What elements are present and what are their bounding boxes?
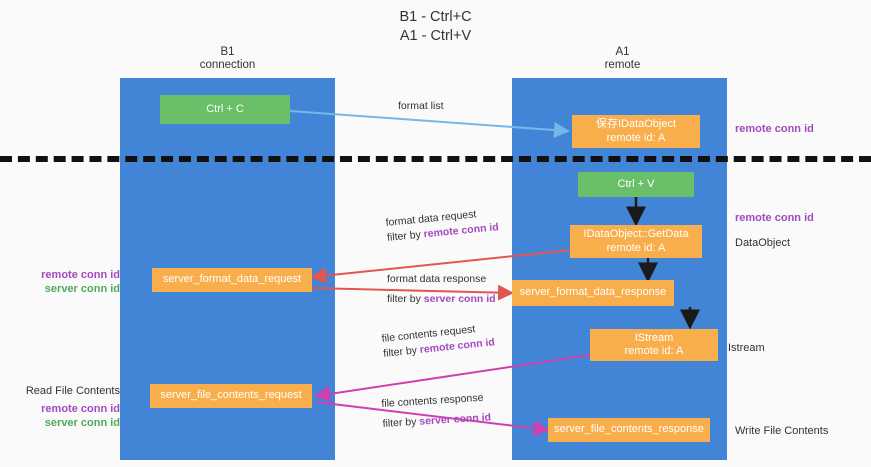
arrow-label-file-contents-request: file contents request filter by remote c… [381, 320, 496, 362]
label-dataobject: DataObject [735, 237, 791, 249]
box-ctrl-v-label: Ctrl + V [617, 177, 655, 190]
label-write-file-contents: Write File Contents [735, 425, 829, 437]
box-idataobject-getdata[interactable]: IDataObject::GetData remote id: A [570, 225, 702, 258]
column-header-b1-name: B1 [220, 46, 235, 58]
column-header-a1-name: A1 [615, 46, 630, 58]
column-header-a1-role: remote [604, 59, 641, 71]
box-server-format-data-request[interactable]: server_format_data_request [152, 268, 312, 292]
box-save-idataobject-line2: remote id: A [606, 131, 666, 144]
box-istream-line1: IStream [634, 331, 674, 344]
label-left-mid-conn-ids: remote conn id server conn id [20, 268, 120, 296]
box-ctrl-v[interactable]: Ctrl + V [578, 172, 694, 197]
box-server-format-data-response-label: server_format_data_response [519, 286, 667, 299]
label-remote-conn-id-mid: remote conn id [735, 212, 814, 224]
label-left-bottom-group: Read File Contents remote conn id server… [20, 384, 120, 430]
box-server-file-contents-response[interactable]: server_file_contents_response [548, 418, 710, 442]
label-left-bottom-remote: remote conn id [41, 403, 120, 415]
box-getdata-line2: remote id: A [606, 241, 666, 254]
arrow-label-file-contents-response: file contents response filter by server … [381, 390, 491, 432]
title-line-2: A1 - Ctrl+V [399, 28, 472, 44]
label-istream: Istream [728, 342, 765, 354]
label-left-bottom-server: server conn id [44, 417, 120, 429]
box-istream-line2: remote id: A [624, 345, 684, 357]
box-server-file-contents-response-label: server_file_contents_response [554, 423, 704, 436]
title-line-1: B1 - Ctrl+C [399, 9, 472, 25]
column-header-a1: A1 remote [545, 46, 700, 72]
column-header-b1-role: connection [199, 59, 256, 71]
arrow-label-format-list: format list [398, 100, 444, 112]
label-remote-conn-id-top: remote conn id [735, 123, 814, 135]
arrow-label-format-data-response-line2: filter by server conn id [387, 293, 496, 305]
box-getdata-line1: IDataObject::GetData [583, 228, 689, 240]
arrow-label-file-contents-response-line1: file contents response [381, 391, 484, 410]
arrow-label-format-data-response-line1: format data response [387, 273, 487, 285]
box-ctrl-c-label: Ctrl + C [206, 102, 244, 115]
arrow-label-file-contents-response-line2: filter by server conn id [382, 411, 492, 430]
label-left-mid-remote: remote conn id [41, 269, 120, 281]
box-istream[interactable]: IStream remote id: A [590, 329, 718, 361]
phase-divider [0, 156, 871, 162]
box-server-file-contents-request[interactable]: server_file_contents_request [150, 384, 312, 408]
label-left-mid-server: server conn id [44, 283, 120, 295]
box-server-format-data-response[interactable]: server_format_data_response [512, 280, 674, 306]
box-save-idataobject[interactable]: 保存IDataObject remote id: A [572, 115, 700, 148]
box-save-idataobject-line1: 保存IDataObject [595, 118, 677, 130]
box-server-format-data-request-label: server_format_data_request [162, 273, 302, 286]
column-header-b1: B1 connection [150, 46, 305, 72]
page-title: B1 - Ctrl+C A1 - Ctrl+V [0, 8, 871, 46]
arrow-label-format-data-request: format data request filter by remote con… [385, 205, 499, 246]
box-ctrl-c[interactable]: Ctrl + C [160, 95, 290, 124]
label-read-file-contents: Read File Contents [25, 385, 120, 397]
box-server-file-contents-request-label: server_file_contents_request [160, 389, 302, 402]
arrow-label-format-data-response: format data response filter by server co… [387, 272, 496, 307]
